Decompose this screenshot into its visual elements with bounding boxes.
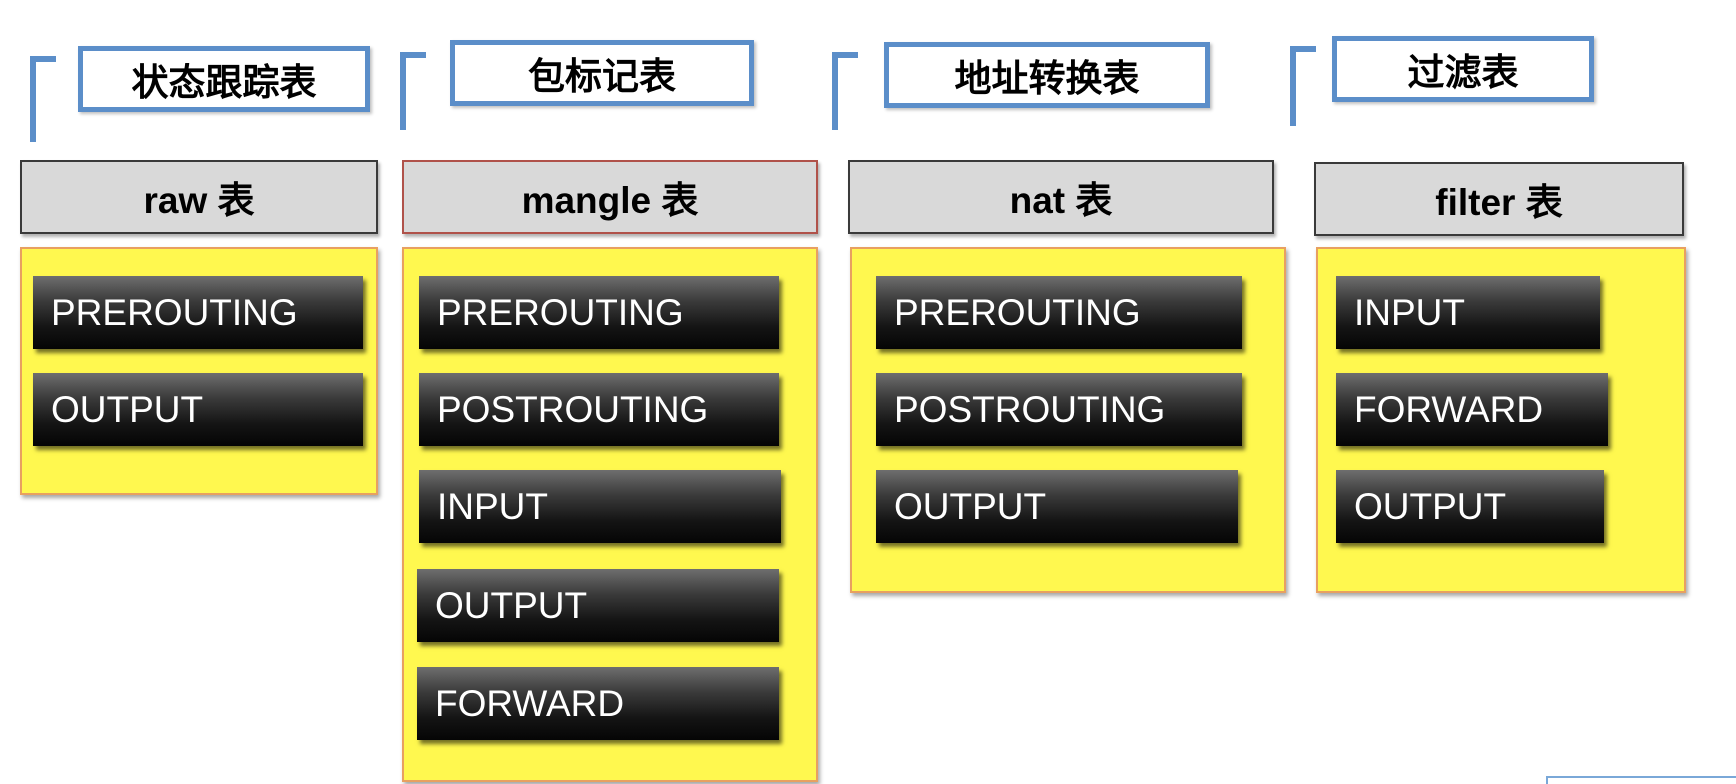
bracket-hook-nat — [832, 52, 858, 130]
chain-button-nat-prerouting[interactable]: PREROUTING — [876, 276, 1242, 349]
table-header-raw: raw 表 — [20, 160, 378, 234]
chain-button-mangle-postrouting[interactable]: POSTROUTING — [419, 373, 779, 446]
corner-frame — [1546, 776, 1736, 784]
chain-button-mangle-forward[interactable]: FORWARD — [417, 667, 779, 740]
title-filter: 过滤表 — [1332, 36, 1594, 102]
table-header-mangle: mangle 表 — [402, 160, 818, 234]
chain-button-filter-output[interactable]: OUTPUT — [1336, 470, 1604, 543]
chain-button-raw-output[interactable]: OUTPUT — [33, 373, 363, 446]
title-state-tracking: 状态跟踪表 — [78, 46, 370, 112]
bracket-hook-filter — [1290, 46, 1316, 126]
chain-button-filter-forward[interactable]: FORWARD — [1336, 373, 1608, 446]
chain-button-nat-postrouting[interactable]: POSTROUTING — [876, 373, 1242, 446]
table-header-nat: nat 表 — [848, 160, 1274, 234]
table-header-filter: filter 表 — [1314, 162, 1684, 236]
chain-button-filter-input[interactable]: INPUT — [1336, 276, 1600, 349]
bracket-hook-raw — [30, 56, 56, 142]
chain-button-nat-output[interactable]: OUTPUT — [876, 470, 1238, 543]
title-address-translation: 地址转换表 — [884, 42, 1210, 108]
chain-button-mangle-prerouting[interactable]: PREROUTING — [419, 276, 779, 349]
chain-button-mangle-input[interactable]: INPUT — [419, 470, 781, 543]
chain-button-mangle-output[interactable]: OUTPUT — [417, 569, 779, 642]
title-packet-mark: 包标记表 — [450, 40, 754, 106]
bracket-hook-mangle — [400, 52, 426, 130]
chain-button-raw-prerouting[interactable]: PREROUTING — [33, 276, 363, 349]
